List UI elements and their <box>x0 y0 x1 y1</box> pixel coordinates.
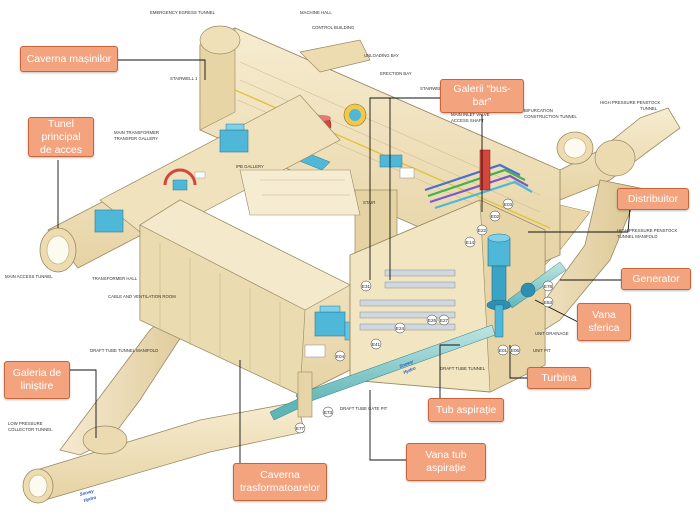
label-cable-room: CABLE AND VENTILATION ROOM <box>108 294 176 299</box>
label-stairwell: STAIRWELL <box>420 86 445 91</box>
callout-tunel-principal-l2: de acces <box>39 143 83 156</box>
callout-turbina-text: Turbina <box>541 371 577 384</box>
callout-caverna-transformatoarelor: Caverna trasformatoarelor <box>233 463 327 501</box>
callout-vana-tub: Vana tub aspirație <box>406 443 486 481</box>
callout-tub-aspiratie: Tub aspirație <box>428 398 504 422</box>
callout-vana-tub-l2: aspirație <box>426 462 466 474</box>
label-hpm-2: TUNNEL MANIFOLD <box>617 234 657 239</box>
callout-tunel-principal-l1: Tunel principal <box>41 117 81 143</box>
label-dt-gate: DRAFT TUBE GATE PIT <box>340 406 388 411</box>
callout-galerii-busbar: Galerii “bus- bar” <box>440 79 524 113</box>
label-bif-1: BIFURCATION <box>524 108 553 113</box>
label-emergency-egress: EMERGENCY EGRESS TUNNEL <box>150 10 216 15</box>
label-hpt-2: TUNNEL <box>640 106 658 111</box>
label-miv-1: MAIN INLET VALVE <box>451 112 490 117</box>
tag-e41: E41 <box>372 342 381 347</box>
callout-galerii-busbar-l1: Galerii “bus- <box>453 83 511 95</box>
label-drainage: UNIT DRAINAGE <box>535 331 569 336</box>
label-erection-bay: ERECTION BAY <box>380 71 412 76</box>
callout-generator-text: Generator <box>632 272 680 285</box>
emergency-egress-tunnel <box>299 39 371 73</box>
tag-e06: E06 <box>511 348 520 353</box>
callout-vana-sferica-l1: Vana <box>592 309 616 321</box>
penstock-pipe <box>507 261 567 309</box>
callout-vana-sferica: Vana sferica <box>577 303 631 341</box>
label-dt-manifold: DRAFT TUBE TUNNEL MANIFOLD <box>90 348 158 353</box>
callout-caverna-transf-l1: Caverna <box>260 469 300 481</box>
spherical-valve-body <box>520 282 536 298</box>
draft-tube-gate-pit <box>297 371 313 418</box>
label-lp-2: COLLECTOR TUNNEL <box>8 427 53 432</box>
tag-e01: E01 <box>499 348 508 353</box>
tag-e14: E14 <box>466 240 475 245</box>
callout-tunel-principal: Tunel principal de acces <box>28 117 94 157</box>
label-miv-2: ACCESS SHAFT <box>451 118 484 123</box>
tag-e04: E04 <box>336 354 345 359</box>
label-hpm-1: HIGH PRESSURE PENSTOCK <box>617 228 677 233</box>
label-unloading-bay: UNLOADING BAY <box>364 53 399 58</box>
label-stair: STAIR <box>363 200 375 205</box>
transfer-gallery-equipment <box>94 123 249 233</box>
callout-generator: Generator <box>621 268 691 290</box>
tag-e03: E03 <box>504 202 513 207</box>
label-hpt-1: HIGH PRESSURE PENSTOCK <box>600 100 660 105</box>
generator-turbine-stack <box>486 233 512 338</box>
tag-e78: E78 <box>544 284 553 289</box>
bus-duct-rows <box>359 269 456 331</box>
label-bif-2: CONSTRUCTION TUNNEL <box>524 114 578 119</box>
callout-galeria-linistire-l1: Galeria de <box>12 367 62 379</box>
callout-vana-tub-l1: Vana tub <box>425 449 467 461</box>
callout-caverna-transf-l2: trasformatoarelor <box>240 482 320 494</box>
callout-distribuitor-text: Distribuitor <box>627 192 679 205</box>
label-trf-2: TRANSFER GALLERY <box>114 136 158 141</box>
tag-e24: E24 <box>396 326 405 331</box>
engineering-labels: EMERGENCY EGRESS TUNNEL MACHINE HALL CON… <box>5 10 677 432</box>
label-trf-1: MAIN TRANSFORMER <box>114 130 159 135</box>
callout-caverna-masinilor: Caverna mașinilor <box>20 46 118 72</box>
tag-e31: E31 <box>362 284 371 289</box>
ipb-gallery <box>239 169 361 216</box>
label-main-access: MAIN ACCESS TUNNEL <box>5 274 53 279</box>
tag-e02: E02 <box>491 214 500 219</box>
brand-mark-4: Hydro <box>83 495 97 503</box>
label-dt-tunnel: DRAFT TUBE TUNNEL <box>440 366 486 371</box>
brand-mark-3: Snowy <box>79 488 95 497</box>
label-ipb: IPB GALLERY <box>236 164 264 169</box>
callout-galeria-linistire: Galeria de liniștire <box>4 361 70 399</box>
callout-tub-aspiratie-text: Tub aspirație <box>435 403 497 416</box>
bus-bar-galleries <box>424 163 533 210</box>
label-transformer-hall: TRANSFORMER HALL <box>92 276 138 281</box>
callout-galeria-linistire-l2: liniștire <box>20 380 54 392</box>
label-lp-1: LOW PRESSURE <box>8 421 43 426</box>
callout-turbina: Turbina <box>527 367 591 389</box>
label-machine-hall: MACHINE HALL <box>300 10 332 15</box>
element-tags: E02 E03 E14 E78 E53 E31 E22 E24 E26 E27 … <box>294 198 554 434</box>
label-stairwell-1: STAIRWELL 1 <box>170 76 198 81</box>
tag-e53: E53 <box>544 300 553 305</box>
tag-e26: E26 <box>428 318 437 323</box>
tag-e27: E27 <box>440 318 449 323</box>
label-unit-pit: UNIT PIT <box>533 348 551 353</box>
callout-distribuitor: Distribuitor <box>617 188 689 210</box>
callout-vana-sferica-l2: sferica <box>588 322 620 334</box>
label-control-building: CONTROL BUILDING <box>312 25 355 30</box>
tag-e22: E22 <box>478 228 487 233</box>
brand-mark-2: Hydro <box>403 365 417 375</box>
brand-mark-1: Snowy <box>399 359 415 369</box>
tag-e77: E77 <box>296 426 305 431</box>
tag-e73: E73 <box>324 410 333 415</box>
callout-galerii-busbar-l2: bar” <box>472 96 492 108</box>
callout-caverna-masinilor-text: Caverna mașinilor <box>26 52 112 65</box>
